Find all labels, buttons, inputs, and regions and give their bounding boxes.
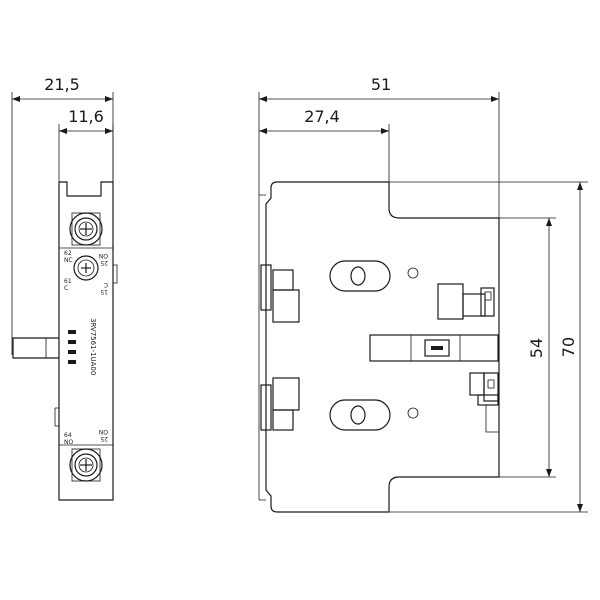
terminal-label: C [64, 285, 68, 292]
dimension-front-total-width: 51 [258, 75, 500, 218]
front-view: 51 27,4 70 54 [258, 75, 588, 513]
left-clip-top [260, 264, 300, 323]
terminal-label: NC [64, 257, 73, 264]
terminal-label: 64 [64, 432, 72, 439]
terminal-screw-top [69, 212, 103, 246]
mounting-slot-bottom [329, 399, 419, 431]
dimension-side-inner-width: 11,6 [58, 107, 114, 182]
terminal-label: C [104, 281, 108, 288]
dimension-label: 11,6 [68, 107, 104, 126]
mounting-slot-top [329, 260, 419, 292]
terminal-label: 25 [100, 259, 108, 266]
side-view: 21,5 11,6 [11, 75, 118, 501]
terminal-label: 15 [100, 288, 108, 295]
terminal-label: 62 [64, 250, 72, 257]
terminal-screw-bottom [69, 448, 103, 482]
dimension-side-total-width: 21,5 [11, 75, 114, 355]
dimension-label: 21,5 [44, 75, 80, 94]
terminal-label: ON [99, 252, 108, 259]
dimension-label: 51 [371, 75, 391, 94]
right-latch-bottom [469, 372, 499, 433]
left-clip-bottom [260, 377, 300, 431]
dimension-front-inner-height: 54 [499, 217, 556, 478]
contact-block [369, 334, 499, 362]
dimension-label: 54 [527, 338, 546, 358]
terminal-screw-middle [73, 255, 99, 281]
dimension-front-half-width: 27,4 [259, 107, 390, 182]
terminal-label: 25 [100, 435, 108, 442]
terminal-label: 61 [64, 278, 72, 285]
part-number-label: 3RV7561-1UA00 [89, 318, 97, 375]
dimension-label: 27,4 [304, 107, 340, 126]
terminal-label: NO [64, 439, 73, 446]
dimension-label: 70 [559, 337, 578, 357]
right-latch-top [437, 283, 495, 320]
terminal-label: ON [99, 428, 108, 435]
